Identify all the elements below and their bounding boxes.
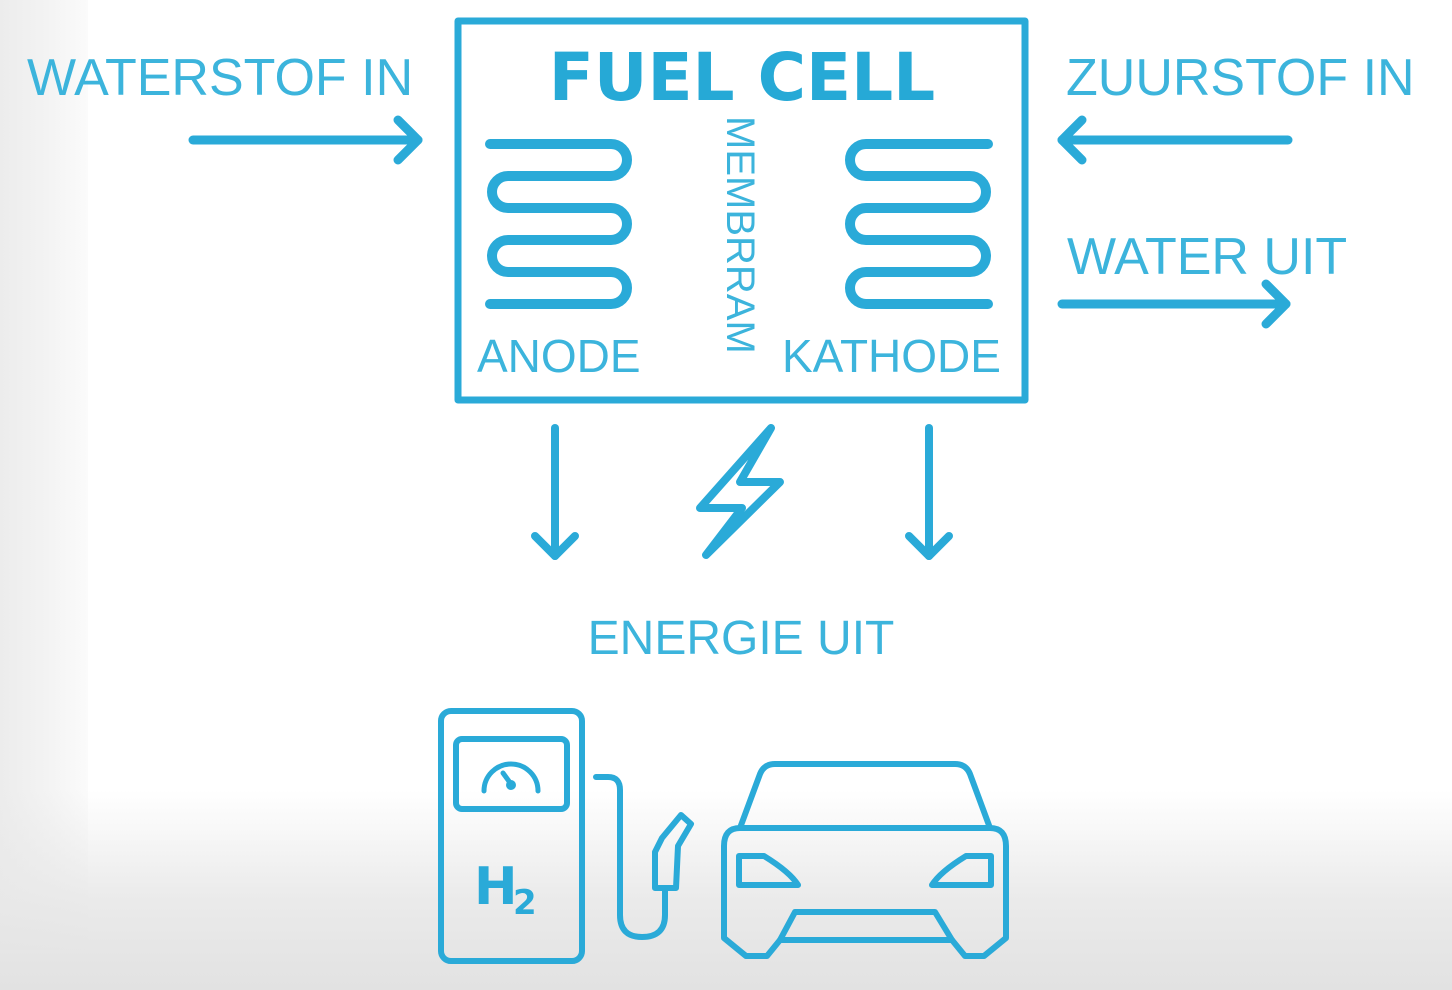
cathode-label: KATHODE [782, 330, 1001, 382]
cathode-energy-arrow [905, 424, 953, 560]
hydrogen-in-label: WATERSTOF IN [27, 49, 413, 107]
oxygen-in-label: ZUURSTOF IN [1066, 49, 1415, 107]
hydrogen-in-arrow [188, 115, 423, 165]
gauge-icon [481, 761, 541, 794]
fuel-cell-title: FUEL CELL [549, 39, 935, 116]
cathode-coil-icon [845, 139, 993, 309]
car-icon [721, 761, 1009, 959]
energy-out-label: ENERGIE UIT [588, 612, 895, 665]
water-out-arrow [1057, 279, 1291, 329]
water-out-label: WATER UIT [1067, 228, 1347, 286]
anode-label: ANODE [477, 330, 641, 382]
anode-energy-arrow [531, 424, 579, 560]
pump-subscript-label: 2 [513, 883, 537, 923]
membrane-label: MEMBRRAM [718, 116, 762, 354]
fuel-cell-box [454, 17, 1029, 404]
nozzle-icon [652, 812, 694, 891]
anode-coil-icon [485, 139, 632, 309]
pump-h-label: H [474, 857, 518, 917]
oxygen-in-arrow [1057, 115, 1293, 165]
lightning-icon [696, 424, 784, 559]
fuel-pump-icon: H 2 [438, 708, 694, 964]
